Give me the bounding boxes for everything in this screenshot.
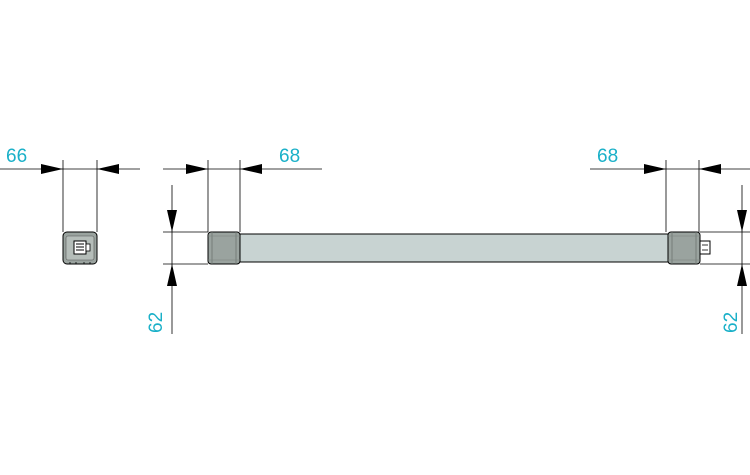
left-cap-width-dimension <box>163 160 322 232</box>
left-height-dimension <box>163 185 208 334</box>
tube-assembly <box>207 231 711 265</box>
right-cap-width-label: 68 <box>597 146 618 167</box>
left-end-cap <box>207 231 241 265</box>
right-cap-width-dimension <box>590 160 750 232</box>
left-height-label: 62 <box>146 312 167 333</box>
end-view-width-label: 66 <box>6 146 27 167</box>
connector-plug <box>699 240 711 255</box>
tube-body <box>239 233 671 263</box>
end-view <box>0 160 140 265</box>
right-height-dimension <box>700 185 750 334</box>
right-height-label: 62 <box>721 312 742 333</box>
left-cap-width-label: 68 <box>279 146 300 167</box>
right-end-cap <box>667 231 701 265</box>
